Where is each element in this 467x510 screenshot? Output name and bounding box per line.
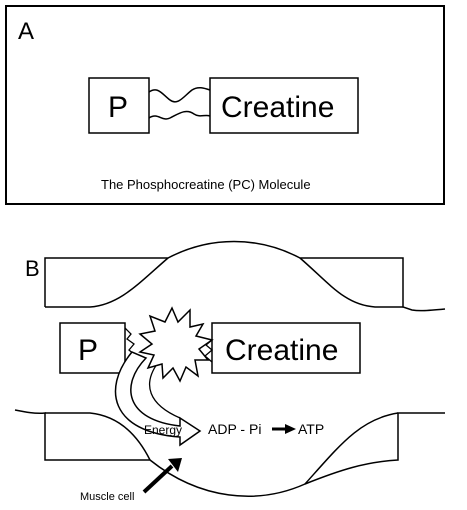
energy-arrow [114, 351, 202, 447]
adp-pi-label: ADP - Pi [208, 421, 261, 437]
panel-a-letter: A [18, 18, 34, 45]
creatine-label-a: Creatine [221, 91, 334, 124]
energy-label: Energy [144, 423, 182, 437]
panel-b-letter: B [25, 256, 40, 281]
panel-a-frame [5, 5, 445, 205]
panel-b: B P Creatine Energy ADP - Pi ATP Muscle … [14, 240, 446, 503]
muscle-cell-membrane-bottom-inner [45, 412, 399, 485]
creatine-label-b: Creatine [225, 334, 338, 367]
muscle-cell-membrane-top [44, 240, 446, 312]
muscle-cell-membrane-top-inner [45, 257, 403, 308]
broken-bond-left [124, 327, 137, 357]
phosphate-box-b [59, 322, 126, 374]
energy-burst [138, 306, 214, 383]
energy-arrow-inner-curve [149, 359, 181, 419]
creatine-box-b [211, 322, 361, 374]
panel-a: A P Creatine The Phosphocreatine (PC) Mo… [5, 5, 445, 205]
phosphate-bond-top [148, 86, 211, 103]
phosphate-label-a: P [108, 91, 128, 124]
adp-to-atp-arrow-head [285, 424, 296, 434]
muscle-cell-pointer-shaft [142, 464, 174, 494]
muscle-cell-pointer-head [168, 458, 182, 472]
phosphate-box-a [88, 77, 150, 134]
phosphate-label-b: P [78, 334, 98, 367]
panel-a-caption: The Phosphocreatine (PC) Molecule [101, 177, 311, 192]
muscle-cell-membrane-bottom [14, 409, 445, 497]
atp-label: ATP [298, 421, 324, 437]
muscle-cell-label: Muscle cell [80, 491, 134, 503]
phosphate-bond-bottom [148, 110, 211, 120]
creatine-box-a [209, 77, 359, 134]
